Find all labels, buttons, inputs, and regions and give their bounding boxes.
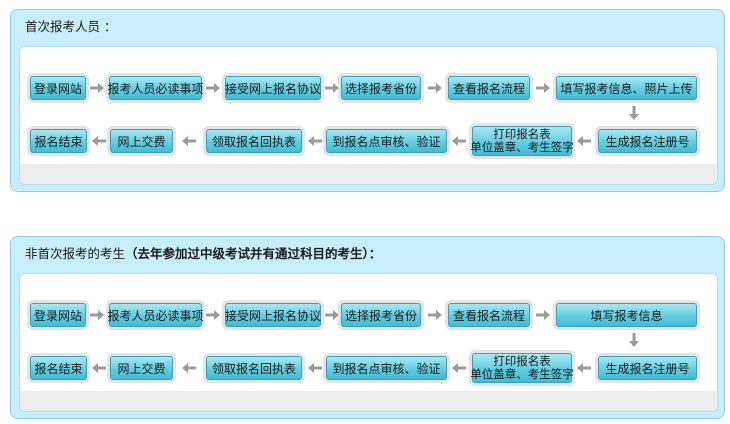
step-print-form[interactable]: 打印报名表 单位盖章、考生签字 xyxy=(470,353,574,383)
arrow-left-icon xyxy=(577,363,591,373)
arrow-left-icon xyxy=(182,363,196,373)
arrow-down-icon xyxy=(629,333,639,347)
step-generate-reg-number[interactable]: 生成报名注册号 xyxy=(598,129,697,153)
step-verify-at-site[interactable]: 到报名点审核、验证 xyxy=(326,129,447,153)
arrow-left-icon xyxy=(182,136,196,146)
step-print-form-line2: 单位盖章、考生签字 xyxy=(470,140,574,154)
step-online-payment[interactable]: 网上交费 xyxy=(110,129,173,153)
arrow-right-icon xyxy=(325,83,339,93)
arrow-left-icon xyxy=(308,136,322,146)
panel-title: 非首次报考的考生（去年参加过中级考试并有通过科目的考生）： xyxy=(25,243,381,262)
process-flow: 登录网站 报考人员必读事项 接受网上报名协议 选择报考省份 查看报名流程 填写报… xyxy=(19,273,718,412)
arrow-left-icon xyxy=(452,363,466,373)
step-registration-end[interactable]: 报名结束 xyxy=(30,129,87,153)
arrow-left-icon xyxy=(308,363,322,373)
arrow-right-icon xyxy=(206,83,220,93)
step-select-province[interactable]: 选择报考省份 xyxy=(341,303,421,327)
step-fill-info[interactable]: 填写报考信息、照片上传 xyxy=(556,76,697,100)
flow-footer-bar xyxy=(20,391,717,411)
panel-title-note: （去年参加过中级考试并有通过科目的考生）： xyxy=(125,246,382,261)
arrow-right-icon xyxy=(90,83,104,93)
step-view-process[interactable]: 查看报名流程 xyxy=(448,76,530,100)
first-time-applicants-panel: 首次报考人员 ： 登录网站 报考人员必读事项 接受网上报名协议 选择报考省份 查… xyxy=(10,9,725,192)
arrow-right-icon xyxy=(428,83,442,93)
step-registration-end[interactable]: 报名结束 xyxy=(30,356,87,380)
step-print-form-line2: 单位盖章、考生签字 xyxy=(470,367,574,381)
arrow-right-icon xyxy=(536,310,550,320)
step-view-process[interactable]: 查看报名流程 xyxy=(448,303,530,327)
arrow-right-icon xyxy=(536,83,550,93)
arrow-right-icon xyxy=(428,310,442,320)
step-print-form-line1: 打印报名表 xyxy=(493,127,551,141)
step-fill-info[interactable]: 填写报考信息 xyxy=(556,303,697,327)
step-select-province[interactable]: 选择报考省份 xyxy=(341,76,421,100)
panel-title-text: 首次报考人员 ： xyxy=(25,19,117,34)
arrow-left-icon xyxy=(577,136,591,146)
panel-title-text: 非首次报考的考生 xyxy=(25,246,126,261)
flow-footer-bar xyxy=(20,164,717,184)
arrow-left-icon xyxy=(92,363,106,373)
step-receive-receipt[interactable]: 领取报名回执表 xyxy=(206,356,302,380)
step-print-form-line1: 打印报名表 xyxy=(493,354,551,368)
arrow-right-icon xyxy=(325,310,339,320)
step-verify-at-site[interactable]: 到报名点审核、验证 xyxy=(326,356,447,380)
step-read-notice[interactable]: 报考人员必读事项 xyxy=(108,76,204,100)
step-receive-receipt[interactable]: 领取报名回执表 xyxy=(206,129,302,153)
step-generate-reg-number[interactable]: 生成报名注册号 xyxy=(598,356,697,380)
step-login-site[interactable]: 登录网站 xyxy=(30,303,86,327)
step-accept-agreement[interactable]: 接受网上报名协议 xyxy=(225,303,321,327)
returning-applicants-panel: 非首次报考的考生（去年参加过中级考试并有通过科目的考生）： 登录网站 报考人员必… xyxy=(10,236,725,419)
step-print-form[interactable]: 打印报名表 单位盖章、考生签字 xyxy=(470,126,574,156)
step-read-notice[interactable]: 报考人员必读事项 xyxy=(108,303,204,327)
arrow-right-icon xyxy=(90,310,104,320)
arrow-left-icon xyxy=(92,136,106,146)
panel-title: 首次报考人员 ： xyxy=(25,16,116,35)
step-login-site[interactable]: 登录网站 xyxy=(30,76,86,100)
step-online-payment[interactable]: 网上交费 xyxy=(110,356,173,380)
arrow-left-icon xyxy=(452,136,466,146)
arrow-down-icon xyxy=(629,106,639,120)
process-flow: 登录网站 报考人员必读事项 接受网上报名协议 选择报考省份 查看报名流程 填写报… xyxy=(19,46,718,185)
step-accept-agreement[interactable]: 接受网上报名协议 xyxy=(225,76,321,100)
arrow-right-icon xyxy=(206,310,220,320)
